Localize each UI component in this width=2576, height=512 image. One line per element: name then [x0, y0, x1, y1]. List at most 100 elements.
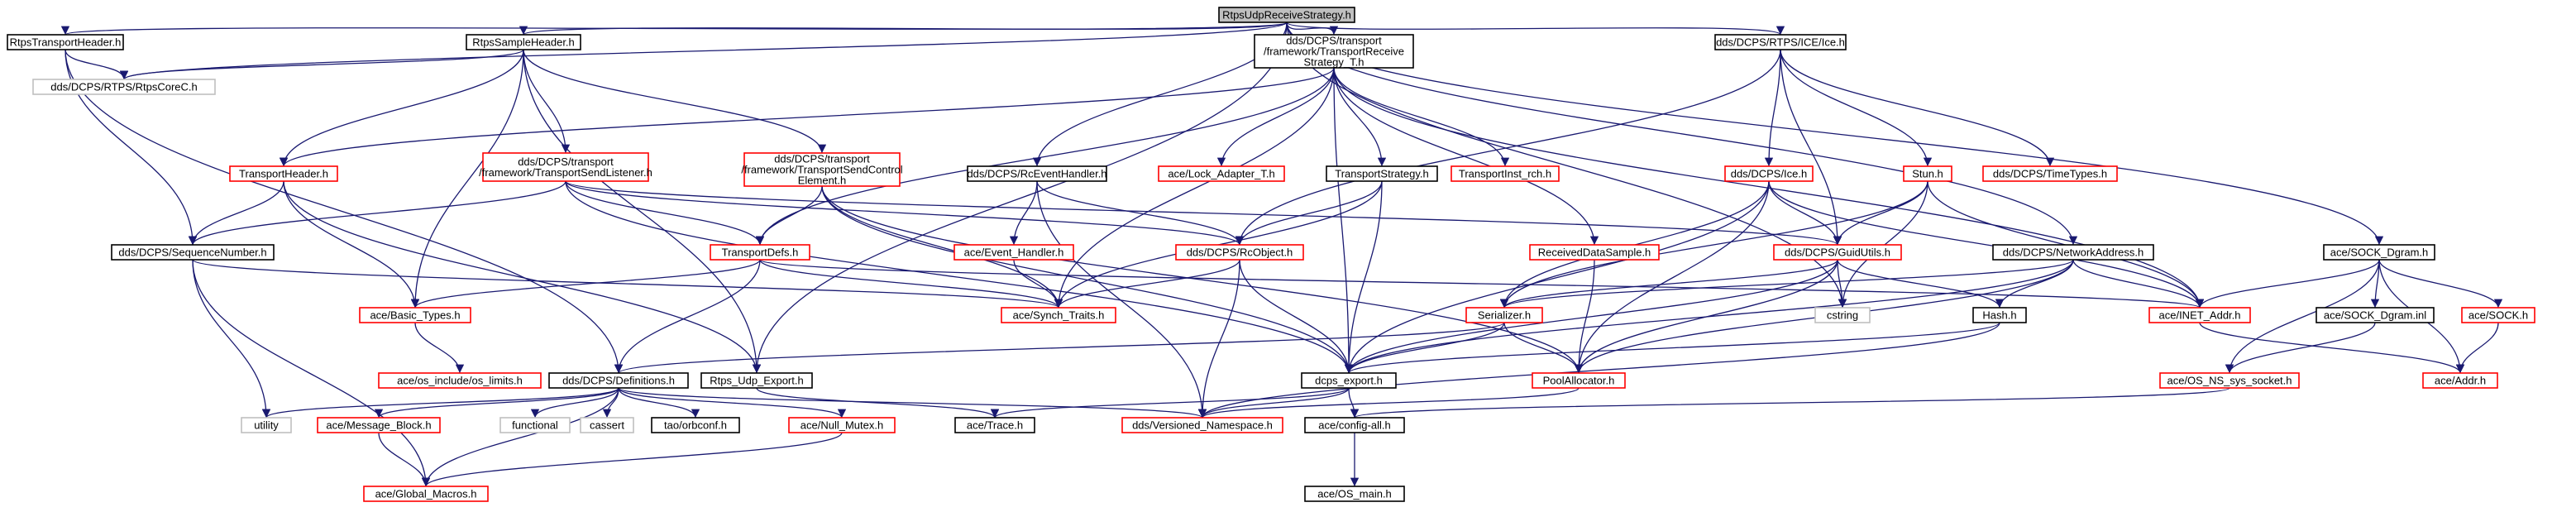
edge-root-to-rtpstransportheader: [61, 22, 1288, 36]
node-transportstrategy[interactable]: TransportStrategy.h: [1326, 165, 1438, 182]
node-rtpstransportheader[interactable]: RtpsTransportHeader.h: [7, 34, 124, 50]
node-sock[interactable]: ace/SOCK.h: [2461, 307, 2535, 323]
node-label: ace/OS_main.h: [1317, 488, 1392, 500]
node-box: [651, 417, 740, 433]
node-lockadapter[interactable]: ace/Lock_Adapter_T.h: [1158, 165, 1285, 182]
node-stun[interactable]: Stun.h: [1903, 165, 1952, 182]
node-transportsendcontrol[interactable]: dds/DCPS/transport/framework/TransportSe…: [741, 152, 903, 187]
node-label: cstring: [1827, 309, 1858, 322]
edge-receiveddatasample-to-poolallocator: [1574, 259, 1595, 374]
edge-ice-to-icedcps: [1764, 49, 1781, 167]
node-inetaddr[interactable]: ace/INET_Addr.h: [2148, 307, 2251, 323]
node-label: TransportHeader.h: [239, 168, 328, 180]
node-box: [499, 417, 571, 433]
edge-rtpssampleheader-to-rtpscorec: [120, 49, 524, 80]
node-box: [466, 34, 581, 50]
node-dcpsexport[interactable]: dcps_export.h: [1301, 372, 1397, 389]
node-timetypes[interactable]: dds/DCPS/TimeTypes.h: [1982, 165, 2118, 182]
node-label: dds/DCPS/transport: [518, 156, 614, 168]
node-label: Rtps_Udp_Export.h: [710, 375, 803, 387]
edge-transportsendcontrol-to-synchtraits: [821, 185, 1063, 309]
node-functional[interactable]: functional: [499, 417, 571, 433]
node-rtpscorec[interactable]: dds/DCPS/RTPS/RtpsCoreC.h: [32, 79, 216, 95]
node-label: ace/Lock_Adapter_T.h: [1168, 168, 1274, 180]
node-rtpssampleheader[interactable]: RtpsSampleHeader.h: [466, 34, 581, 50]
node-box: [1529, 244, 1660, 261]
node-utility[interactable]: utility: [241, 417, 292, 433]
node-label: ace/INET_Addr.h: [2159, 309, 2241, 322]
node-taoorbconf[interactable]: tao/orbconf.h: [651, 417, 740, 433]
node-addr[interactable]: ace/Addr.h: [2422, 372, 2498, 389]
node-box: [111, 244, 275, 261]
node-transportinstrch[interactable]: TransportInst_rch.h: [1450, 165, 1560, 182]
node-transportsendlistener[interactable]: dds/DCPS/transport/framework/TransportSe…: [479, 152, 652, 182]
edge-rtpssampleheader-to-transportsendlistener: [523, 49, 571, 154]
node-globalmacros[interactable]: ace/Global_Macros.h: [363, 486, 489, 502]
edge-stun-to-serializer: [1499, 180, 1928, 309]
node-acetrace[interactable]: ace/Trace.h: [954, 417, 1035, 433]
node-serializer[interactable]: Serializer.h: [1465, 307, 1543, 323]
edge-rceventhandler-to-versionednamespace: [1036, 180, 1207, 419]
edge-dcpsexport-to-versionednamespace: [1197, 387, 1350, 419]
edge-dcpsexport-to-acetrace: [991, 387, 1350, 419]
node-rtpsudpexport[interactable]: Rtps_Udp_Export.h: [700, 372, 813, 389]
node-box: [1304, 417, 1405, 433]
edge-hash-to-dcpsexport: [1345, 322, 2000, 374]
edge-rtpssampleheader-to-transportheader: [279, 49, 524, 167]
node-receiveddatasample[interactable]: ReceivedDataSample.h: [1529, 244, 1660, 261]
node-transportreceivestrategy[interactable]: dds/DCPS/transport/framework/TransportRe…: [1254, 34, 1414, 69]
edge-transportdefs-to-synchtraits: [759, 259, 1063, 309]
node-messageblock[interactable]: ace/Message_Block.h: [317, 417, 441, 433]
node-osinclude[interactable]: ace/os_include/os_limits.h: [378, 372, 542, 389]
node-osnssyssocket[interactable]: ace/OS_NS_sys_socket.h: [2159, 372, 2300, 389]
node-sequencenumber[interactable]: dds/DCPS/SequenceNumber.h: [111, 244, 275, 261]
node-networkaddress[interactable]: dds/DCPS/NetworkAddress.h: [1992, 244, 2154, 261]
node-versionednamespace[interactable]: dds/Versioned_Namespace.h: [1121, 417, 1283, 433]
node-box: [2461, 307, 2535, 323]
edge-serializer-to-poolallocator: [1503, 322, 1584, 374]
node-label: ReceivedDataSample.h: [1538, 246, 1651, 259]
node-label: dds/DCPS/transport: [1286, 35, 1382, 47]
node-basictypes[interactable]: ace/Basic_Types.h: [359, 307, 471, 323]
node-box: [241, 417, 292, 433]
node-eventhandler[interactable]: ace/Event_Handler.h: [953, 244, 1074, 261]
node-rcobject[interactable]: dds/DCPS/RcObject.h: [1175, 244, 1304, 261]
node-synchtraits[interactable]: ace/Synch_Traits.h: [1001, 307, 1116, 323]
node-box: [7, 34, 124, 50]
node-label: ace/Null_Mutex.h: [801, 419, 883, 432]
node-nullmutex[interactable]: ace/Null_Mutex.h: [788, 417, 896, 433]
edge-sequencenumber-to-globalmacros: [192, 259, 431, 487]
node-guidutils[interactable]: dds/DCPS/GuidUtils.h: [1773, 244, 1902, 261]
node-cstring[interactable]: cstring: [1814, 307, 1871, 323]
edge-guidutils-to-cstring: [1837, 259, 1847, 309]
node-configall[interactable]: ace/config-all.h: [1304, 417, 1405, 433]
node-label: ace/Global_Macros.h: [375, 488, 477, 500]
node-osmain[interactable]: ace/OS_main.h: [1304, 486, 1405, 502]
edge-transportsendlistener-to-dcpsexport: [565, 180, 1354, 374]
node-poolallocator[interactable]: PoolAllocator.h: [1532, 372, 1626, 389]
node-label: ace/Addr.h: [2435, 375, 2486, 387]
edge-transportheader-to-rtpsudpexport: [283, 180, 762, 374]
node-transportdefs[interactable]: TransportDefs.h: [710, 244, 810, 261]
node-label: dds/Versioned_Namespace.h: [1132, 419, 1273, 432]
node-ice[interactable]: dds/DCPS/RTPS/ICE/Ice.h: [1714, 34, 1847, 50]
node-sockdgraminl[interactable]: ace/SOCK_Dgram.inl: [2316, 307, 2435, 323]
node-hash[interactable]: Hash.h: [1972, 307, 2027, 323]
node-box: [1972, 307, 2027, 323]
node-rceventhandler[interactable]: dds/DCPS/RcEventHandler.h: [967, 165, 1107, 182]
edge-definitions-to-messageblock: [374, 387, 619, 419]
node-box: [359, 307, 471, 323]
node-icedcps[interactable]: dds/DCPS/Ice.h: [1724, 165, 1814, 182]
node-label: ace/os_include/os_limits.h: [397, 375, 523, 387]
node-label: Strategy_T.h: [1304, 56, 1364, 69]
edge-root-to-rtpscorec: [120, 22, 1288, 80]
node-definitions[interactable]: dds/DCPS/Definitions.h: [548, 372, 689, 389]
node-label: PoolAllocator.h: [1543, 375, 1615, 387]
node-label: /framework/TransportSendListener.h: [479, 166, 652, 179]
node-label: Stun.h: [1912, 168, 1943, 180]
node-cassert[interactable]: cassert: [580, 417, 634, 433]
node-transportheader[interactable]: TransportHeader.h: [229, 165, 338, 182]
node-box: [1714, 34, 1847, 50]
node-sockdgram[interactable]: ace/SOCK_Dgram.h: [2323, 244, 2435, 261]
edge-messageblock-to-globalmacros: [378, 432, 431, 487]
